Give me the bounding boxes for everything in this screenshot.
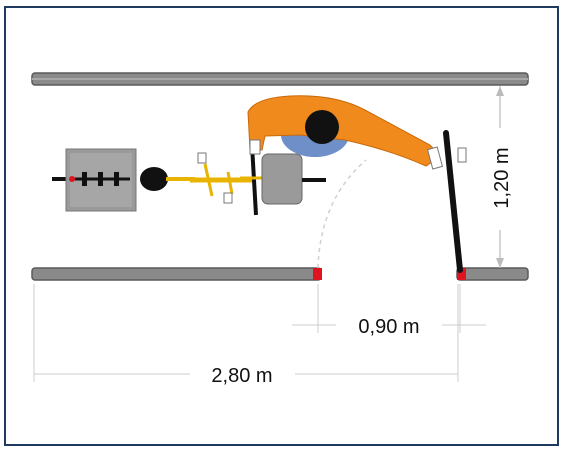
bicycle-icon (190, 144, 326, 216)
dimension-corridor-width: 1,20 m (488, 86, 514, 268)
top-rail (31, 72, 529, 86)
trailer-top-view-icon (52, 148, 195, 212)
corridor-width-label: 1,20 m (491, 147, 513, 208)
total-length-label: 2,80 m (211, 365, 272, 387)
bottom-rail-left (31, 267, 322, 281)
cyclist-top-view-icon (247, 95, 467, 170)
gate-swing-arc (317, 159, 367, 269)
dimension-total-length: 2,80 m (33, 284, 459, 387)
swing-gate-icon (443, 130, 463, 273)
bottom-rail-right (456, 267, 529, 281)
post-marker-left (313, 268, 322, 280)
gate-opening-label: 0,90 m (358, 316, 419, 338)
dimension-gate-opening: 0,90 m (292, 284, 486, 338)
post-marker-right (457, 268, 466, 280)
